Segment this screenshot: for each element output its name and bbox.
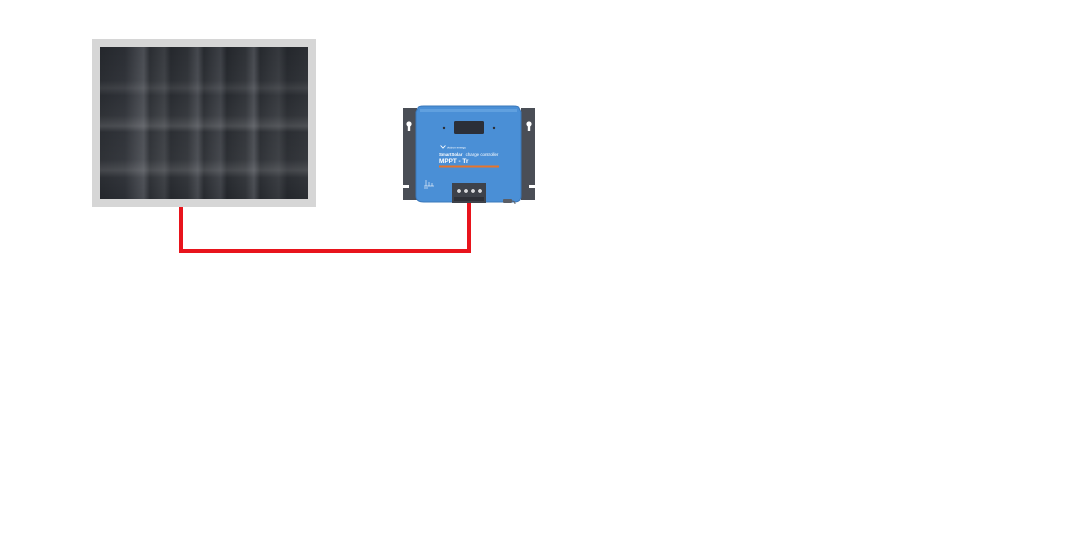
brand-logo: victron energy <box>440 145 466 150</box>
mounting-notch-left <box>403 185 409 188</box>
terminal-block-lip <box>454 197 484 201</box>
solar-panel-cell-shading <box>100 47 308 199</box>
status-led-right <box>492 126 496 130</box>
brand-logo-icon <box>440 145 446 149</box>
terminal-screw-4 <box>477 188 483 194</box>
mounting-notch-right <box>529 185 535 188</box>
series-subtitle: charge controller <box>466 152 499 157</box>
display-window <box>454 121 484 134</box>
temperature-sensor-icon <box>503 199 516 205</box>
series-brand: SmartSolar <box>439 152 463 157</box>
solar-panel <box>92 39 316 207</box>
pv-cable <box>179 203 471 253</box>
mounting-bracket-right <box>521 108 535 200</box>
accent-stripe <box>439 165 499 168</box>
mounting-slot-left <box>407 124 411 131</box>
brand-name: victron energy <box>447 146 466 150</box>
model-name: MPPT - Tr <box>439 158 469 165</box>
mounting-slot-right <box>527 124 531 131</box>
controller-body <box>415 105 522 203</box>
series-name: SmartSolar charge controller <box>439 152 499 157</box>
ground-symbol-icon <box>424 180 434 189</box>
terminal-screw-2 <box>463 188 469 194</box>
terminal-screw-1 <box>456 188 462 194</box>
terminal-screw-3 <box>470 188 476 194</box>
mounting-bracket-left <box>403 108 417 200</box>
controller-body-highlight <box>420 109 517 112</box>
status-led-left <box>442 126 446 130</box>
charge-controller: victron energy SmartSolar charge control… <box>403 105 535 205</box>
